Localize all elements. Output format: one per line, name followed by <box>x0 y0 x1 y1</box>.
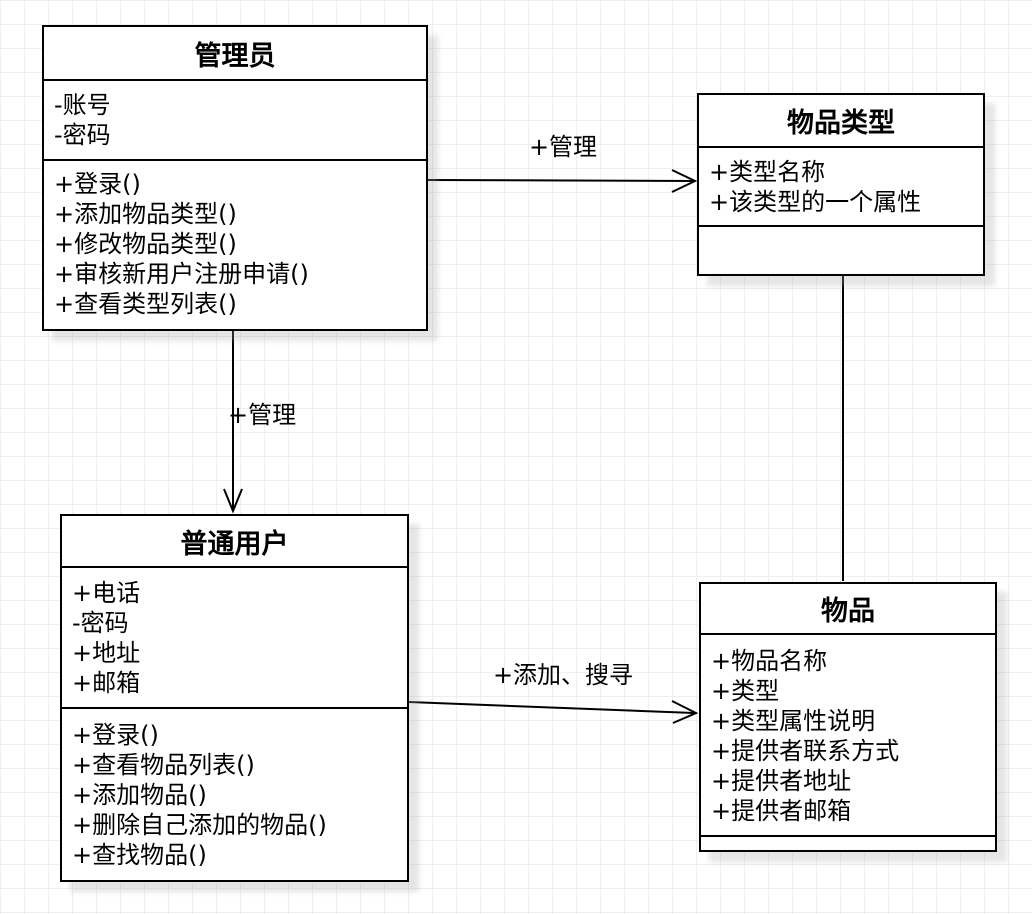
uml-attribute-row: +类型 <box>711 677 780 705</box>
uml-attribute-row: -密码 <box>72 609 129 637</box>
class-attributes-user: +电话 -密码 +地址 +邮箱 <box>62 568 407 709</box>
uml-method-row: +登录() <box>72 721 159 749</box>
edge-label-user-item[interactable]: +添加、搜寻 <box>492 661 634 689</box>
class-title-itemtype: 物品类型 <box>699 95 983 148</box>
uml-attribute-row: +邮箱 <box>72 669 141 697</box>
class-methods-itemtype <box>699 227 983 274</box>
class-methods-item <box>701 837 995 848</box>
class-attributes-itemtype: +类型名称 +该类型的一个属性 <box>699 148 983 227</box>
class-methods-user: +登录() +查看物品列表() +添加物品() +删除自己添加的物品() +查找… <box>62 709 407 880</box>
uml-method-row: +查看类型列表() <box>54 290 237 318</box>
class-box-itemtype[interactable]: 物品类型 +类型名称 +该类型的一个属性 <box>697 93 985 276</box>
uml-attribute-row: +提供者地址 <box>711 767 852 795</box>
uml-method-row: +登录() <box>54 170 141 198</box>
class-title-item: 物品 <box>701 584 995 635</box>
uml-attribute-row: -账号 <box>54 91 111 119</box>
uml-method-row: +删除自己添加的物品() <box>72 811 327 839</box>
class-attributes-item: +物品名称 +类型 +类型属性说明 +提供者联系方式 +提供者地址 +提供者邮箱 <box>701 635 995 837</box>
uml-method-row: +添加物品类型() <box>54 200 237 228</box>
uml-method-row: +添加物品() <box>72 781 207 809</box>
uml-attribute-row: -密码 <box>54 121 111 149</box>
class-title-admin: 管理员 <box>44 27 426 81</box>
edge-user-to-item[interactable] <box>408 700 699 724</box>
uml-method-row: +审核新用户注册申请() <box>54 260 309 288</box>
uml-attribute-row: +物品名称 <box>711 647 828 675</box>
edge-admin-to-itemtype[interactable] <box>427 169 698 193</box>
uml-attribute-row: +电话 <box>72 579 141 607</box>
uml-method-row: +修改物品类型() <box>54 230 237 258</box>
uml-attribute-row: +提供者联系方式 <box>711 737 900 765</box>
uml-method-row: +查找物品() <box>72 841 207 869</box>
edge-label-admin-user[interactable]: +管理 <box>228 401 297 429</box>
class-box-admin[interactable]: 管理员 -账号 -密码 +登录() +添加物品类型() +修改物品类型() +审… <box>42 25 428 331</box>
uml-attribute-row: +提供者邮箱 <box>711 797 852 825</box>
class-box-item[interactable]: 物品 +物品名称 +类型 +类型属性说明 +提供者联系方式 +提供者地址 +提供… <box>699 582 997 852</box>
uml-attribute-row: +类型属性说明 <box>711 707 876 735</box>
uml-attribute-row: +该类型的一个属性 <box>709 188 922 216</box>
class-methods-admin: +登录() +添加物品类型() +修改物品类型() +审核新用户注册申请() +… <box>44 161 426 329</box>
class-attributes-admin: -账号 -密码 <box>44 81 426 161</box>
uml-attribute-row: +类型名称 <box>709 158 826 186</box>
class-box-user[interactable]: 普通用户 +电话 -密码 +地址 +邮箱 +登录() +查看物品列表() +添加… <box>60 514 409 882</box>
edge-label-admin-itemtype[interactable]: +管理 <box>528 133 598 161</box>
class-title-user: 普通用户 <box>62 516 407 568</box>
uml-method-row: +查看物品列表() <box>72 751 255 779</box>
uml-attribute-row: +地址 <box>72 639 141 667</box>
